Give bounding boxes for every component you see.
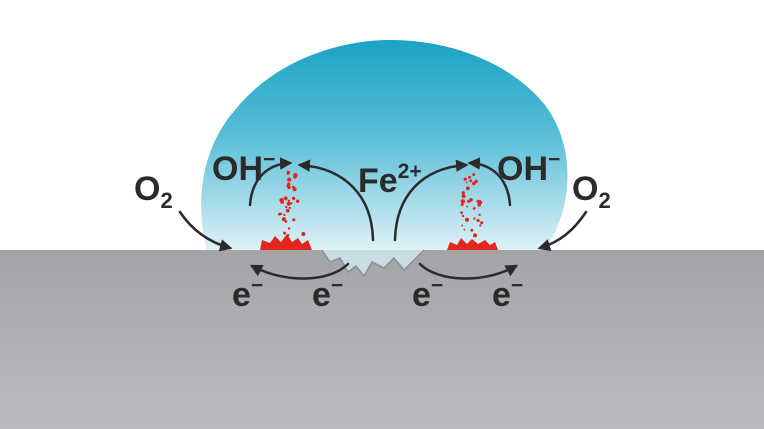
label-electron-3: e−: [412, 274, 443, 314]
arrow-oh-left: [248, 157, 293, 207]
rust-particle: [292, 187, 297, 192]
label-oh-left: OH−: [212, 148, 275, 188]
label-electron-4: e−: [492, 274, 523, 314]
rust-particle: [291, 196, 296, 201]
label-electron-2: e−: [312, 274, 343, 314]
rust-particle: [466, 205, 469, 208]
rust-particle: [466, 186, 470, 191]
rust-particle: [461, 224, 464, 227]
rust-particle: [281, 217, 286, 222]
label-fe-ion: Fe2+: [358, 160, 422, 200]
rust-particle: [479, 224, 482, 227]
rust-particle: [286, 170, 291, 175]
rust-particle: [287, 177, 292, 182]
rust-particle: [464, 217, 470, 222]
rust-particle: [460, 211, 463, 215]
rust-particle: [472, 207, 476, 210]
rust-particle: [465, 181, 468, 184]
rust-particle: [294, 175, 297, 179]
rust-particle: [461, 191, 465, 195]
rust-particle: [283, 196, 288, 201]
rust-particle: [285, 208, 290, 213]
rust-particle: [468, 175, 471, 179]
rust-particle: [287, 227, 291, 230]
rust-particle: [469, 198, 473, 202]
rust-particle: [472, 173, 476, 176]
rust-particle: [286, 184, 291, 188]
label-o2-right: O2: [572, 170, 611, 213]
rust-deposit-right: [447, 238, 498, 250]
pit-edge: [321, 249, 425, 278]
rust-particle: [476, 218, 480, 223]
rust-particle: [285, 205, 288, 209]
rust-particle: [463, 228, 466, 231]
rust-particle: [293, 173, 298, 178]
rust-particle: [480, 221, 484, 225]
rust-particle: [286, 201, 291, 206]
rust-particle: [287, 199, 290, 202]
corrosion-pit: [322, 250, 424, 276]
label-o2-left: O2: [134, 170, 173, 213]
rust-particle: [279, 212, 283, 215]
rust-particle: [301, 232, 306, 236]
rust-particle: [476, 199, 481, 204]
rust-particle: [460, 199, 466, 204]
arrow-o2-left: [178, 210, 233, 252]
rust-particle: [478, 213, 481, 217]
rust-particle: [287, 233, 290, 237]
rust-particle: [296, 199, 300, 203]
rust-particle: [473, 217, 476, 220]
rust-particle: [283, 213, 286, 217]
label-electron-1: e−: [232, 274, 263, 314]
rust-particle: [474, 179, 478, 184]
label-oh-right: OH−: [497, 148, 560, 188]
arrow-electron-right: [418, 262, 519, 280]
rust-particles-left: [278, 170, 306, 237]
rust-particle: [461, 214, 465, 218]
rust-particle: [464, 178, 467, 181]
rust-particle: [288, 206, 291, 209]
rust-particle: [461, 194, 466, 199]
arrow-fe-right: [393, 159, 469, 242]
arrow-oh-right: [467, 157, 512, 207]
rust-particle: [284, 220, 288, 223]
rust-particle: [290, 202, 293, 205]
water-droplet: [201, 40, 568, 250]
rust-deposit-left: [260, 234, 312, 250]
rust-particle: [280, 200, 284, 204]
rust-particles-right: [460, 173, 484, 238]
rust-particle: [469, 179, 473, 183]
arrow-fe-left: [297, 159, 375, 242]
rust-particle: [292, 218, 296, 222]
arrow-o2-right: [537, 210, 588, 252]
rust-particle: [470, 228, 474, 232]
metal-surface: [0, 250, 764, 429]
rust-particle: [283, 231, 287, 235]
rust-particle: [474, 234, 477, 237]
rust-particle: [460, 202, 464, 206]
rust-particle: [472, 181, 476, 186]
arrow-electron-left: [249, 262, 350, 280]
